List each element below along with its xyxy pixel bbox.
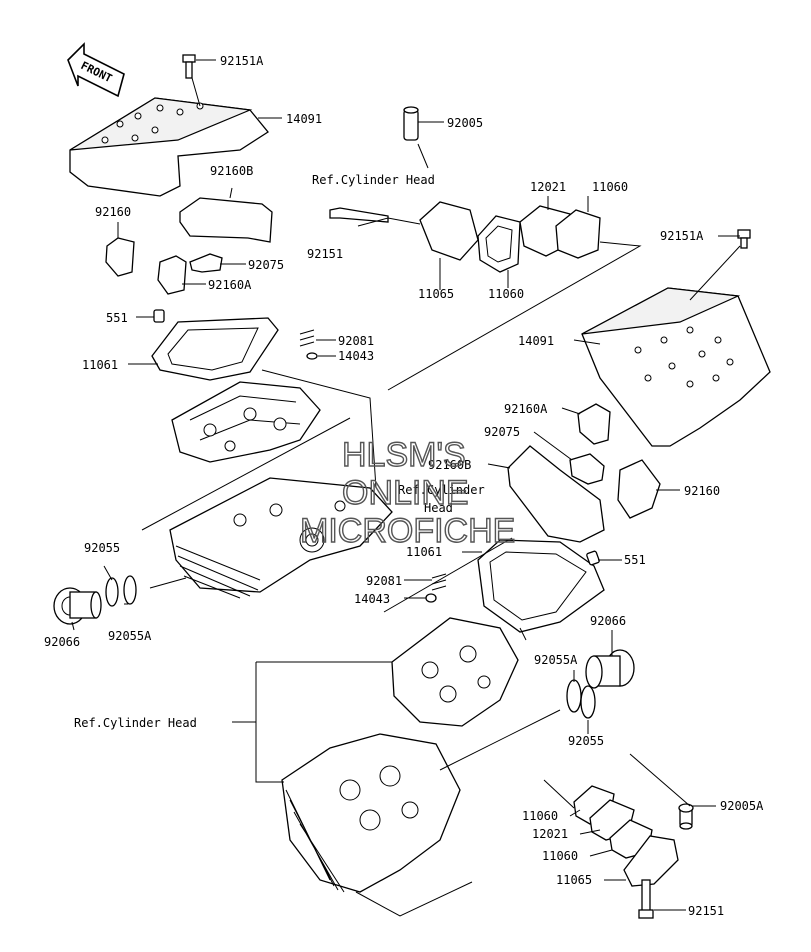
label-92075-left: 92075 [248,258,284,272]
label-12021-bot: 12021 [532,827,568,841]
bracket-92160a-right [577,403,611,445]
label-11060-mid: 11060 [488,287,524,301]
gasket-11061-right [477,539,605,633]
camshaft-holder-right [391,617,519,727]
gasket-11060-top-b [555,209,601,259]
bolt-92151-top [329,207,389,223]
pipe-92005 [403,106,419,141]
bolt-92151a-right [737,229,751,249]
label-11060-bot-1: 11060 [522,809,558,823]
label-14043-right: 14043 [354,592,390,606]
reed-valve-holder-11065-bot [623,835,679,887]
bracket-92160-right [617,459,661,519]
damper-92075-left [189,253,223,273]
label-11060-top: 11060 [592,180,628,194]
dowel-551-right [586,550,600,566]
adaptor-92066-right [585,649,635,689]
pipe-92005a [678,803,694,830]
label-92055-right: 92055 [568,734,604,748]
bracket-92160a-left [157,255,187,295]
label-ref-cylinder-2b: Head [424,501,453,515]
label-92055-left: 92055 [84,541,120,555]
label-14091-left: 14091 [286,112,322,126]
cylinder-head-cover-upper [69,97,269,197]
label-11061-right: 11061 [406,545,442,559]
label-92005a: 92005A [720,799,764,813]
washer-14043-right [425,593,437,603]
damper-92075-right [569,453,605,485]
label-11065-bot: 11065 [556,873,592,887]
dowel-551-left [153,309,165,323]
label-ref-cylinder-2a: Ref.Cylinder [398,483,485,497]
label-14091-right: 14091 [518,334,554,348]
oring-92055a-left [123,575,137,605]
label-92151-bot: 92151 [688,904,724,918]
spring-92081-left [299,329,315,347]
leader-lines [71,59,741,917]
oring-92055-right [580,685,596,719]
camshaft-holder-left [171,381,321,463]
gasket-11061-left [151,317,279,381]
label-92066-left: 92066 [44,635,80,649]
oring-92055-left [105,577,119,607]
gasket-11060-top-a [477,215,521,273]
label-92055a-right: 92055A [534,653,578,667]
label-551-right: 551 [624,553,646,567]
label-92151-top: 92151 [307,247,343,261]
label-92066-right: 92066 [590,614,626,628]
label-11065-top: 11065 [418,287,454,301]
bracket-92160-left [105,237,135,277]
label-551-left: 551 [106,311,128,325]
oring-92055a-right [566,679,582,713]
cylinder-head-cover-right [581,287,771,447]
label-92160-left: 92160 [95,205,131,219]
watermark-line-1: HLSM'S [342,436,466,474]
label-11061-left: 11061 [82,358,118,372]
bolt-92151-bot [638,879,654,919]
label-92160-right: 92160 [684,484,720,498]
label-92005: 92005 [447,116,483,130]
cylinder-head-right [281,733,461,893]
label-ref-cylinder-head-3: Ref.Cylinder Head [74,716,197,730]
watermark: HLSM'S ONLINE MICROFICHE [299,435,516,550]
label-92055a-left: 92055A [108,629,152,643]
side-cover-92160b-left [179,197,273,243]
label-12021-top: 12021 [530,180,566,194]
front-arrow-badge: FRONT [67,42,125,98]
label-92160b-right: 92160B [428,458,471,472]
watermark-line-2: ONLINE [342,474,469,512]
label-92160a-right: 92160A [504,402,548,416]
label-92160b-left: 92160B [210,164,253,178]
reed-valve-holder-11065-top [419,201,479,261]
part-labels: 92151A 14091 92005 Ref.Cylinder Head 921… [44,54,764,918]
label-92075-right: 92075 [484,425,520,439]
label-14043-left: 14043 [338,349,374,363]
label-11060-bot-2: 11060 [542,849,578,863]
label-92151a-right: 92151A [660,229,704,243]
side-cover-92160b-right [507,445,605,543]
bolt-92151a-top [182,54,196,79]
washer-14043-left [306,352,318,360]
label-ref-cylinder-head-1: Ref.Cylinder Head [312,173,435,187]
label-92081-right: 92081 [366,574,402,588]
watermark-line-3: MICROFICHE [300,512,515,550]
adaptor-92066-left [53,587,102,625]
spring-92081-right [431,573,447,591]
cylinder-head-left [169,477,393,599]
label-92081-left: 92081 [338,334,374,348]
label-92151a-top: 92151A [220,54,264,68]
label-92160a-left: 92160A [208,278,252,292]
